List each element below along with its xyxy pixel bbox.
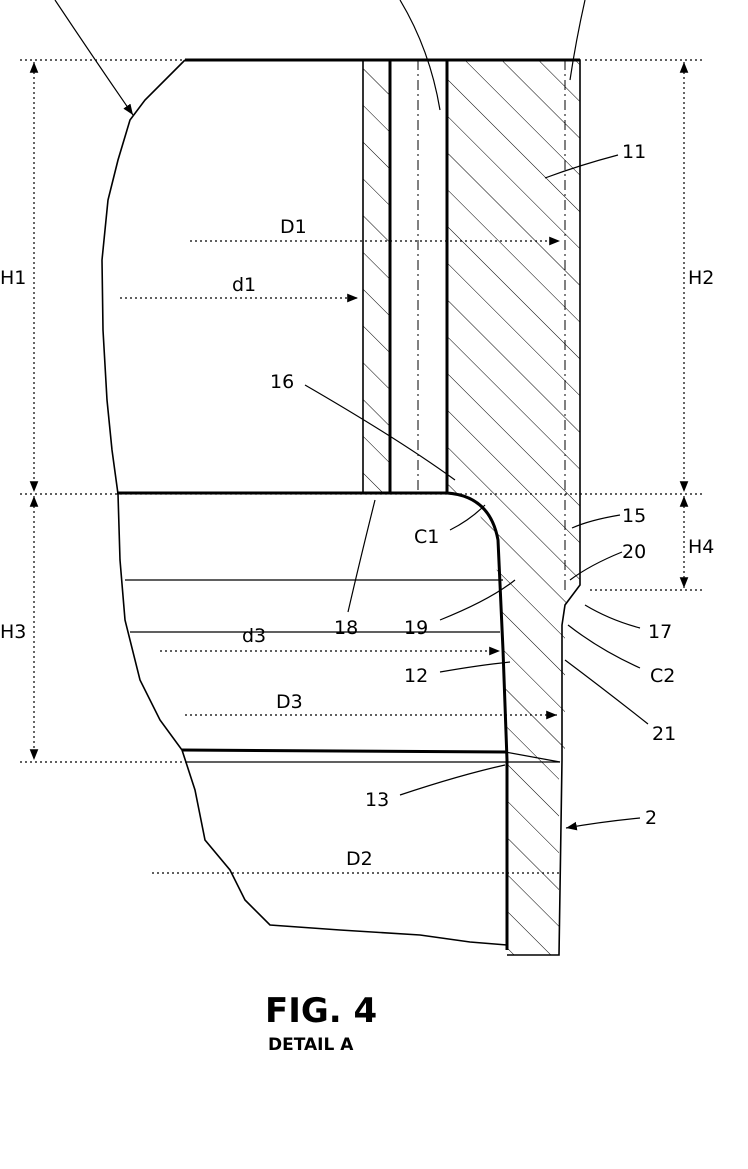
label-16: 16 (270, 371, 294, 393)
leader-c2 (568, 625, 640, 668)
label-D1: D1 (280, 216, 307, 238)
label-c2: C2 (650, 665, 675, 687)
label-11: 11 (622, 141, 646, 163)
step-line-13 (182, 750, 507, 752)
inner-sleeve-hatch (363, 60, 390, 494)
label-d3: d3 (242, 625, 266, 647)
label-h1: H1 (0, 267, 26, 289)
label-19: 19 (404, 617, 428, 639)
leader-12 (440, 662, 510, 672)
label-h3: H3 (0, 621, 26, 643)
figure-title: FIG. 4 (265, 991, 377, 1031)
bore-transition-c1 (447, 493, 507, 760)
label-c1: C1 (414, 526, 439, 548)
label-21: 21 (652, 723, 676, 745)
label-d1: d1 (232, 274, 256, 296)
leader-2 (566, 818, 640, 828)
label-15: 15 (622, 505, 646, 527)
leader-17 (585, 605, 640, 628)
label-13: 13 (365, 789, 389, 811)
figure-caption: FIG. 4 DETAIL A (265, 991, 377, 1055)
label-18: 18 (334, 617, 358, 639)
leader-top-mid (400, 0, 440, 110)
body-11-hatch (447, 60, 580, 760)
label-h2: H2 (688, 267, 714, 289)
label-20: 20 (622, 541, 646, 563)
label-12: 12 (404, 665, 428, 687)
label-2: 2 (645, 807, 657, 829)
figure-subtitle: DETAIL A (268, 1035, 354, 1055)
hatched-sections (363, 60, 580, 955)
label-D2: D2 (346, 848, 373, 870)
leader-18 (348, 500, 375, 612)
label-17: 17 (648, 621, 672, 643)
leader-21 (565, 660, 648, 724)
leader-13 (400, 765, 505, 795)
label-D3: D3 (276, 691, 303, 713)
lower-tube-hatch (507, 760, 559, 955)
leader-top-left (55, 0, 133, 115)
label-h4: H4 (688, 536, 714, 558)
labels: H1 H2 H3 H4 D1 d1 11 16 C1 15 20 18 19 1… (0, 141, 714, 870)
